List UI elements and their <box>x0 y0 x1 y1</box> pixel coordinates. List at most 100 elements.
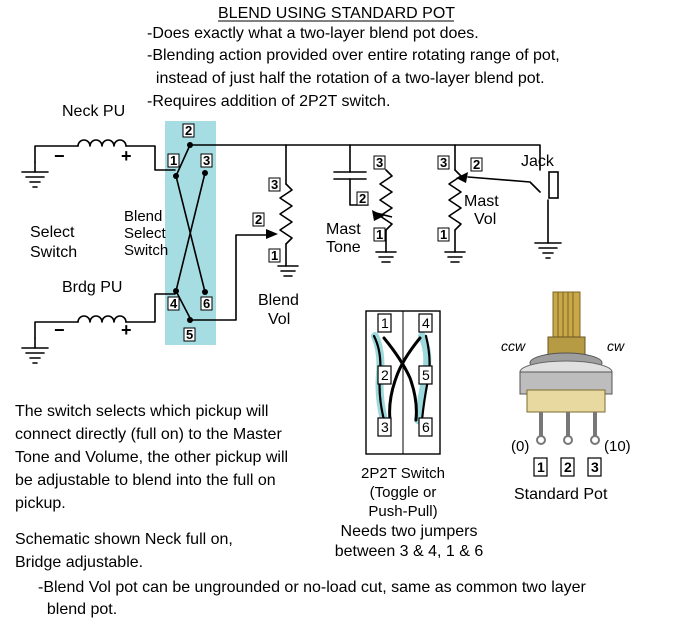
switch-figure-pin-6: 6 <box>422 419 430 435</box>
switch-node-5 <box>187 317 193 323</box>
bridge-pu-hot-wire <box>125 293 176 323</box>
note-line: Schematic shown Neck full on, <box>15 531 233 548</box>
cw-label: cw <box>607 338 625 354</box>
neck-pu-label: Neck PU <box>62 103 125 120</box>
switch-jumper-wire <box>388 336 422 422</box>
pin-box <box>200 296 213 311</box>
description-line: The switch selects which pickup will <box>15 403 269 420</box>
switch-figure-pin-4: 4 <box>422 315 430 331</box>
neck-pu-hot-wire <box>125 145 176 171</box>
switch-caption: Push-Pull) <box>368 503 437 520</box>
vol-wiper-to-jack <box>467 176 541 193</box>
bridge-plus-label: + <box>121 320 132 340</box>
vol-pot-resistor <box>448 169 462 231</box>
diagram-title: BLEND USING STANDARD POT <box>218 5 455 22</box>
description-line: connect directly (full on) to the Master <box>15 426 282 443</box>
blend-wiper-wire <box>189 234 274 321</box>
vol-pot-pin-3: 3 <box>440 155 447 170</box>
pin-box <box>183 327 196 342</box>
ten-label: (10) <box>604 438 631 455</box>
pot-figure-pin-1: 1 <box>537 459 545 475</box>
vol-pot-ground <box>444 251 466 263</box>
feature-line: -Does exactly what a two-layer blend pot… <box>147 25 479 42</box>
switch-pin-5: 5 <box>186 327 193 342</box>
description-line: Tone and Volume, the other pickup will <box>15 449 289 466</box>
switch-node-1 <box>173 173 179 179</box>
tone-pot-ground <box>375 251 397 263</box>
blend-pot-pin-2: 2 <box>255 212 262 227</box>
mast-vol-label: Mast <box>464 193 499 210</box>
mast-tone-label: Tone <box>326 239 361 256</box>
blend-pot-pin-3: 3 <box>271 177 278 192</box>
main-bus-wire <box>189 144 541 171</box>
blend-select-label: Select <box>124 225 167 242</box>
switch-jumper-wire <box>382 336 418 422</box>
neck-pu-ground-wire <box>34 145 79 163</box>
description-line: pickup. <box>15 495 66 512</box>
pin-box <box>182 123 195 138</box>
pot-figure-pin-3: 3 <box>591 459 599 475</box>
switch-caption: between 3 & 4, 1 & 6 <box>335 543 484 560</box>
switch-pin-3: 3 <box>203 153 210 168</box>
switch-caption: (Toggle or <box>370 484 437 501</box>
bridge-pu-ground-wire <box>34 321 79 339</box>
switch-pin-1: 1 <box>170 153 177 168</box>
pin-box <box>167 296 180 311</box>
pot-photo <box>519 291 613 445</box>
tone-pot-pin-1: 1 <box>376 227 383 242</box>
blend-vol-label: Blend <box>258 292 299 309</box>
blend-pot-resistor <box>279 183 293 245</box>
select-switch-label: Switch <box>30 244 77 261</box>
pot-caption: Standard Pot <box>514 486 608 503</box>
switch-node-4 <box>173 288 179 294</box>
switch-node-3 <box>202 170 208 176</box>
switch-figure-pin-2: 2 <box>381 367 389 383</box>
feature-line: -Blending action provided over entire ro… <box>147 47 560 64</box>
blend-select-label: Switch <box>124 242 168 259</box>
mast-tone-label: Mast <box>326 221 361 238</box>
neck-plus-label: + <box>121 146 132 166</box>
switch-node-6 <box>202 289 208 295</box>
switch-pin-2: 2 <box>185 123 192 138</box>
switch-caption: 2P2T Switch <box>361 465 445 482</box>
select-switch-label: Select <box>30 224 75 241</box>
note-line: Bridge adjustable. <box>15 554 144 571</box>
neck-pu-coil <box>77 139 127 147</box>
jack-label: Jack <box>521 153 555 170</box>
vol-wiper-arrow <box>456 172 468 183</box>
tone-pot-pin-3: 3 <box>376 155 383 170</box>
tone-wiper-arrow <box>372 210 384 221</box>
switch-figure-pin-1: 1 <box>381 315 389 331</box>
bridge-ground-symbol <box>21 347 49 364</box>
switch-pole-1 <box>175 144 191 177</box>
switch-node-2 <box>187 142 193 148</box>
footnote-line: -Blend Vol pot can be ungrounded or no-l… <box>38 579 586 596</box>
mast-vol-label: Vol <box>474 211 496 228</box>
neck-minus-label: − <box>54 146 65 166</box>
vol-pot-pin-1: 1 <box>440 227 447 242</box>
switch-figure-pin-3: 3 <box>381 419 389 435</box>
blend-wiper-arrow <box>266 229 278 239</box>
feature-line: -Requires addition of 2P2T switch. <box>147 93 390 110</box>
blend-vol-label: Vol <box>268 311 290 328</box>
bridge-pu-label: Brdg PU <box>62 279 122 296</box>
switch-figure-pin-5: 5 <box>422 367 430 383</box>
switch-pin-4: 4 <box>170 296 178 311</box>
tone-wiper-line <box>375 212 393 218</box>
ccw-label: ccw <box>501 338 526 354</box>
jack-ground <box>534 242 562 259</box>
feature-line: instead of just half the rotation of a t… <box>147 70 545 87</box>
footnote-line: blend pot. <box>38 601 118 618</box>
bridge-minus-label: − <box>54 320 65 340</box>
switch-caption: Needs two jumpers <box>341 523 478 540</box>
switch-pole-2 <box>175 290 191 319</box>
switch-jumper-3-4 <box>175 172 206 292</box>
description-line: be adjustable to blend into the full on <box>15 472 276 489</box>
tone-pot-resistor <box>379 169 393 231</box>
blend-pot-ground <box>277 265 299 277</box>
tone-capacitor <box>333 171 367 180</box>
zero-label: (0) <box>511 438 529 455</box>
jack-symbol <box>548 171 559 199</box>
